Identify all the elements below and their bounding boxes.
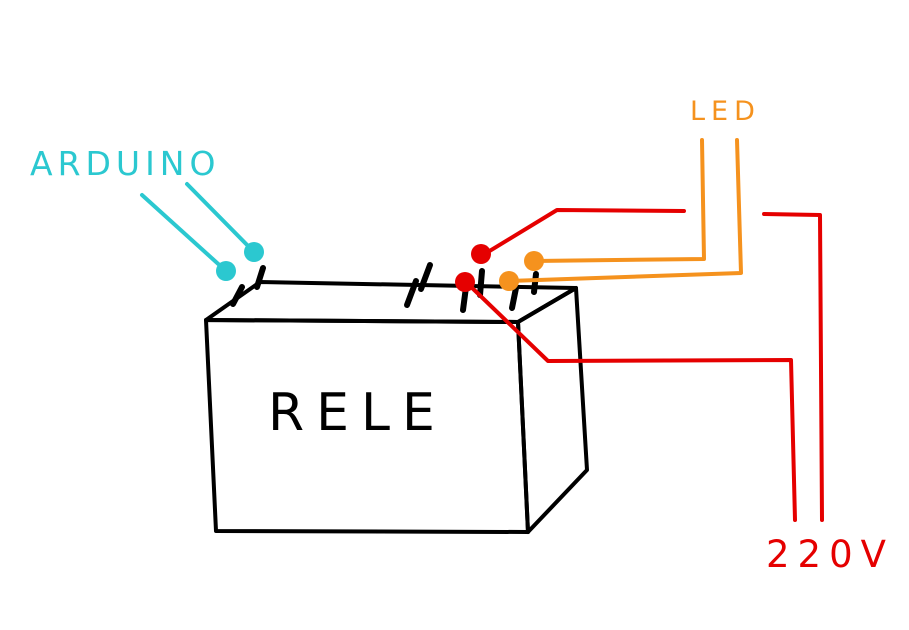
arduino-terminals [216, 242, 264, 281]
arduino-terminal-2 [244, 242, 264, 262]
led-terminal-1 [524, 251, 544, 271]
led-wire-2 [507, 138, 743, 283]
mains-wire-switch-in [481, 208, 686, 257]
relay-label: RELE [268, 383, 447, 443]
relay-pins [230, 262, 539, 313]
led-wire-1 [532, 138, 706, 263]
led-terminal-2 [499, 271, 519, 291]
arduino-terminal-1 [216, 261, 236, 281]
relay-side-face [516, 286, 589, 534]
mains-voltage-label: 220V [766, 533, 894, 576]
pin-orange-2 [531, 271, 539, 295]
mains-terminals [455, 244, 491, 292]
led-wires [507, 138, 743, 283]
pin-orange-1 [509, 285, 519, 311]
led-terminals [499, 251, 544, 291]
pin-unused-1 [404, 278, 419, 308]
mains-wire-return [465, 281, 797, 522]
arduino-wire-2 [185, 182, 256, 254]
pin-black [477, 268, 485, 298]
pin-arduino-1 [230, 284, 245, 307]
arduino-wires [140, 182, 256, 273]
mains-wires [465, 208, 824, 522]
arduino-wire-1 [140, 193, 228, 273]
pin-unused-2 [418, 262, 433, 292]
mains-wire-switch-out [762, 212, 824, 522]
pin-arduino-2 [254, 265, 266, 290]
arduino-label: ARDUINO [30, 144, 220, 183]
relay-box [204, 280, 589, 534]
led-label: LED [690, 96, 761, 127]
mains-terminal-2 [455, 272, 475, 292]
mains-terminal-1 [471, 244, 491, 264]
relay-top-face [204, 280, 578, 324]
